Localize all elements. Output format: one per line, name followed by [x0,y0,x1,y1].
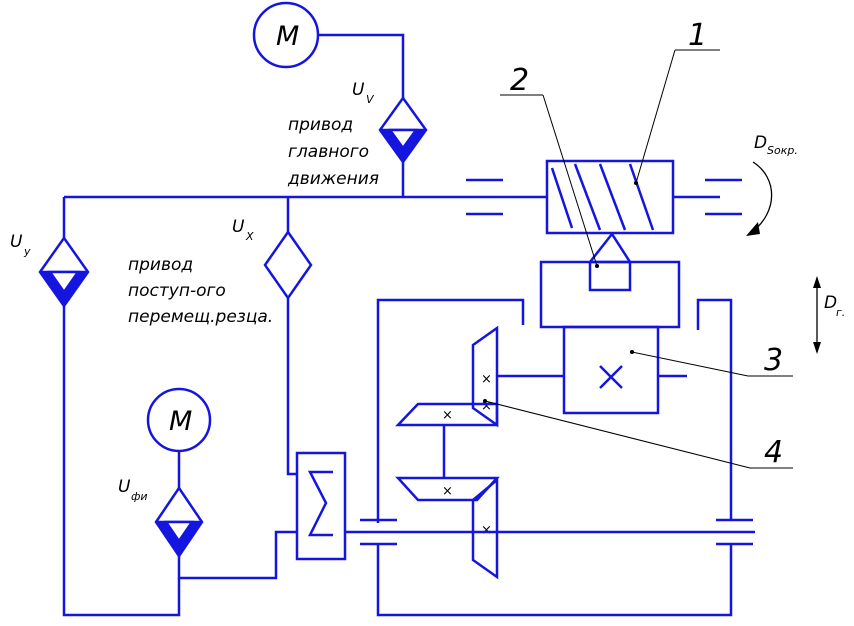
workpiece [545,159,675,235]
uy-output-wire [62,306,181,617]
ufi-output-wire [177,530,297,580]
callout-1: 1 [634,18,720,185]
svg-text:V: V [366,93,375,106]
svg-text:D: D [824,293,837,313]
bevel-gear-top: × × [471,325,499,428]
bevel-gear-bottom: × [471,477,499,580]
svg-text:фи: фи [131,490,148,503]
svg-text:г.: г. [836,306,845,319]
motor-top-label: M [276,21,299,52]
svg-text:1: 1 [688,18,707,53]
svg-text:×: × [481,399,492,414]
svg-text:×: × [481,372,492,387]
converter-ufi [154,485,204,559]
callout-2: 2 [500,63,599,268]
frame-upper-left [376,298,525,523]
svg-text:2: 2 [510,63,529,98]
ux-output-wire [286,298,297,476]
gear-lower: × [395,476,500,502]
label-feed-drive: привод поступ-ого перемещ.резца. [128,255,273,327]
converter-uv [378,95,428,165]
svg-text:перемещ.резца.: перемещ.резца. [128,307,273,327]
svg-text:y: y [23,245,31,258]
svg-text:×: × [442,484,453,499]
label-ux: U X [232,217,254,243]
svg-text:привод: привод [288,115,353,135]
carriage [562,325,687,415]
svg-text:Sокр.: Sокр. [767,144,798,157]
svg-text:D: D [754,133,767,153]
svg-text:4: 4 [764,435,783,470]
svg-text:U: U [10,232,23,252]
motor-top-wire [318,33,405,98]
motor-bottom-label: M [169,406,192,437]
label-d-linear: D г. [824,293,845,319]
svg-text:привод: привод [128,255,193,275]
motor-bottom: M [146,387,212,453]
svg-text:движения: движения [287,169,379,189]
callout-4: 4 [483,399,793,470]
label-main-drive: привод главного движения [287,115,379,189]
svg-text:×: × [442,408,453,423]
rotation-arrow [746,161,773,236]
svg-text:поступ-ого: поступ-ого [128,281,226,301]
vertical-motion-arrow [813,276,821,354]
summator [295,451,347,561]
frame-bottom [376,544,733,617]
frame-upper-right [696,298,733,520]
svg-text:×: × [481,523,492,538]
label-d-rotation: D Sокр. [754,133,798,157]
svg-text:главного: главного [288,142,369,162]
svg-text:3: 3 [764,343,783,378]
converter-uy [38,235,90,309]
svg-text:U: U [232,217,245,237]
svg-text:X: X [245,230,254,243]
label-uy: U y [10,232,31,258]
label-uv: U V [352,80,375,106]
label-ufi: U фи [118,477,148,503]
callout-3: 3 [630,343,793,378]
svg-text:U: U [118,477,131,497]
cutter-holder [539,231,681,329]
converter-ux [263,229,313,301]
svg-text:U: U [352,80,365,100]
motor-top: M [252,1,320,69]
